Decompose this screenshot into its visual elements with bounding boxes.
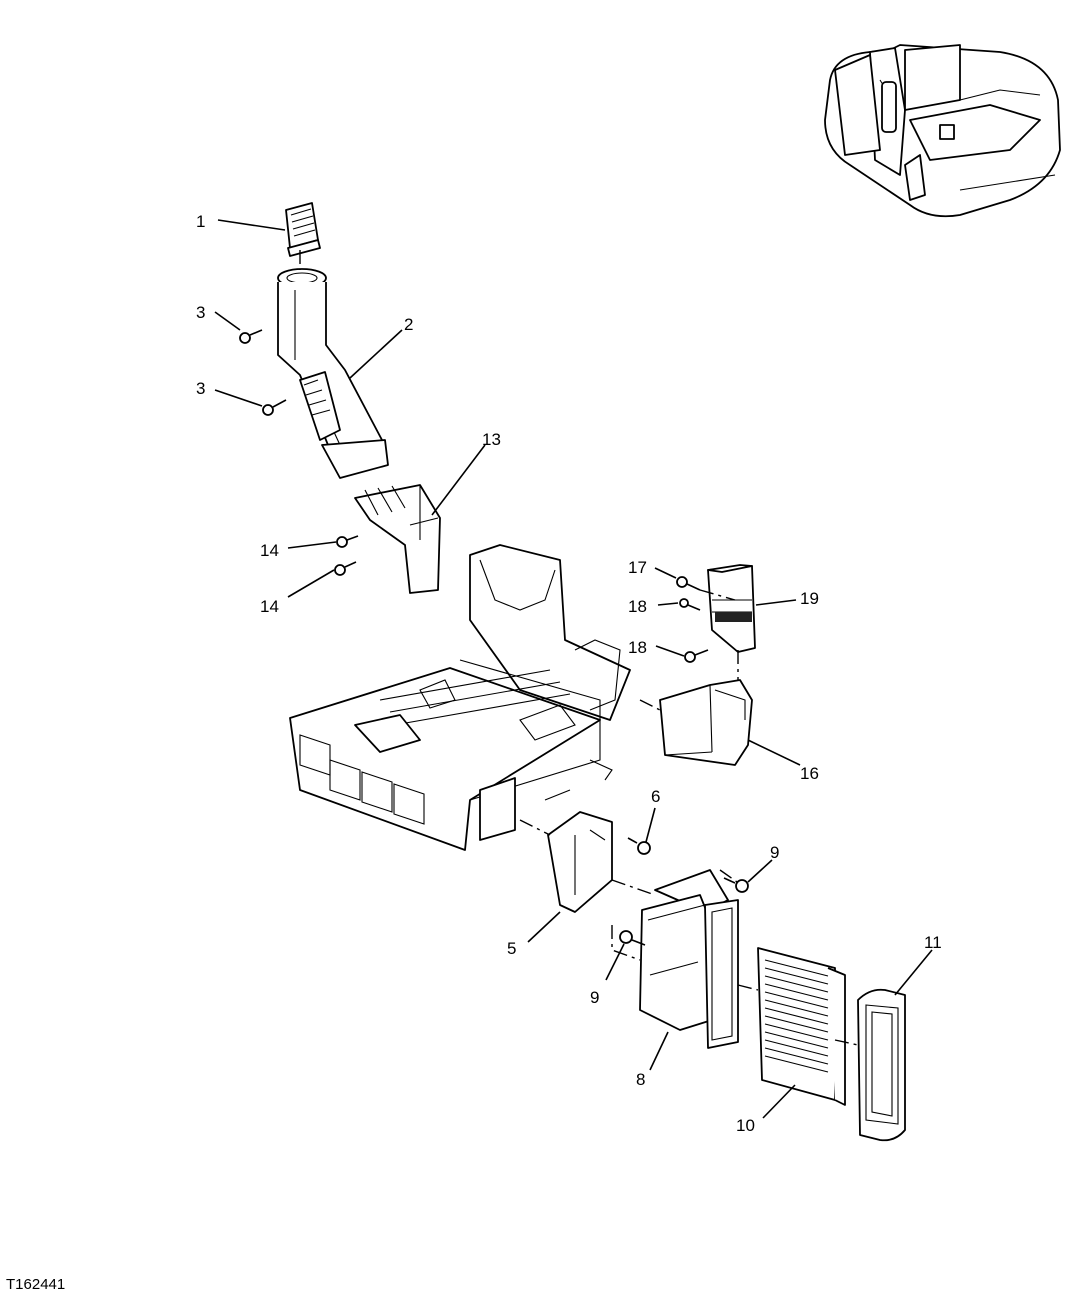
callout-10: 10 bbox=[736, 1116, 755, 1135]
callout-13: 13 bbox=[482, 430, 501, 449]
part-5-panel bbox=[547, 811, 613, 913]
callout-2: 2 bbox=[404, 315, 413, 334]
part-10-filter bbox=[757, 947, 846, 1106]
figure-id: T162441 bbox=[6, 1276, 66, 1293]
part-8-filter-case bbox=[639, 869, 739, 1049]
part-13-duct bbox=[354, 484, 441, 594]
callout-labels: 1 2 3 3 5 6 8 9 9 10 11 13 14 14 16 17 1… bbox=[196, 212, 942, 1135]
callout-8: 8 bbox=[636, 1070, 645, 1089]
callout-16: 16 bbox=[800, 764, 819, 783]
part-1-louver bbox=[285, 202, 321, 257]
machine-locator-illustration bbox=[824, 44, 1061, 218]
callout-17: 17 bbox=[628, 558, 647, 577]
hvac-unit-assembly bbox=[289, 544, 631, 851]
part-11-cover bbox=[857, 988, 906, 1142]
fastener-bolts bbox=[239, 329, 749, 946]
leader-lines bbox=[214, 219, 933, 1119]
part-19-vent bbox=[707, 564, 756, 653]
part-2-duct bbox=[277, 268, 389, 479]
callout-5: 5 bbox=[507, 939, 516, 958]
callout-14a: 14 bbox=[260, 541, 279, 560]
alignment-lines bbox=[299, 250, 859, 1046]
callout-18b: 18 bbox=[628, 638, 647, 657]
callout-14b: 14 bbox=[260, 597, 279, 616]
callout-9b: 9 bbox=[590, 988, 599, 1007]
callout-3a: 3 bbox=[196, 303, 205, 322]
callout-1: 1 bbox=[196, 212, 205, 231]
callout-19: 19 bbox=[800, 589, 819, 608]
callout-9a: 9 bbox=[770, 843, 779, 862]
callout-11: 11 bbox=[924, 933, 942, 952]
callout-6: 6 bbox=[651, 787, 660, 806]
callout-3b: 3 bbox=[196, 379, 205, 398]
part-16-duct bbox=[659, 679, 753, 766]
callout-18a: 18 bbox=[628, 597, 647, 616]
